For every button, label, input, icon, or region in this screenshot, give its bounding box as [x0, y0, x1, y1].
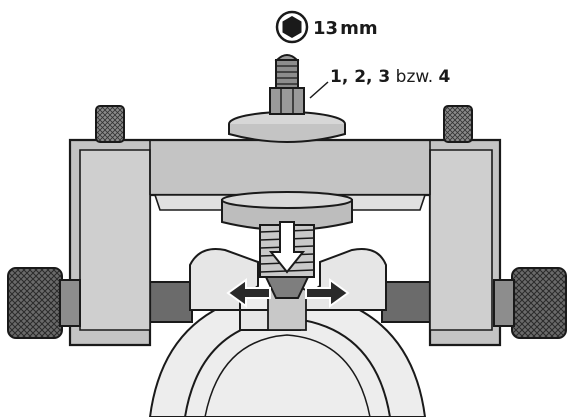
arrow-down-icon — [268, 221, 306, 274]
arrow-left-icon — [226, 278, 271, 308]
position-label-last: 4 — [439, 67, 451, 87]
position-label: 1, 2, 3 bzw. 4 — [330, 67, 451, 87]
position-label-connector: bzw. — [390, 67, 438, 87]
top-knobs — [95, 105, 473, 143]
side-knobs — [7, 267, 567, 339]
arrow-right-icon — [305, 278, 350, 308]
tool-size-unit: mm — [340, 18, 378, 39]
main-frame — [68, 138, 502, 347]
hex-nut — [269, 54, 305, 115]
tool-size-value: 13 — [313, 18, 338, 39]
top-washer — [228, 111, 346, 143]
position-label-main: 1, 2, 3 — [330, 67, 390, 87]
label-leader-line — [309, 81, 329, 99]
